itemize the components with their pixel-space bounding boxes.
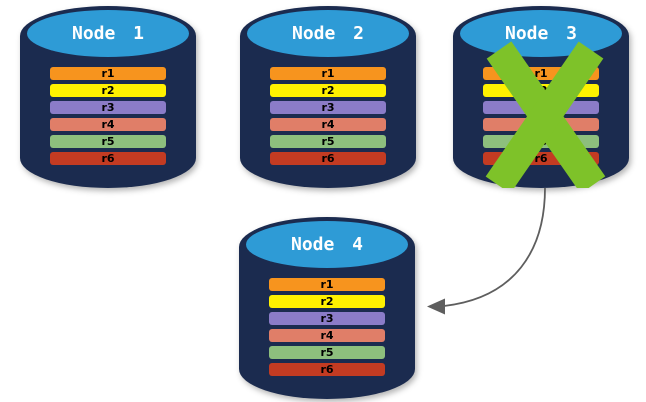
node-1: Node 1 r1 r2 r3 r4 r5 r6 xyxy=(20,6,196,188)
row-r2: r2 xyxy=(483,84,599,97)
row-r1: r1 xyxy=(269,278,385,291)
row-r1: r1 xyxy=(483,67,599,80)
node-1-title: Node 1 xyxy=(71,23,145,44)
row-r5: r5 xyxy=(483,135,599,148)
row-r2: r2 xyxy=(270,84,386,97)
row-r3: r3 xyxy=(50,101,166,114)
row-r5: r5 xyxy=(50,135,166,148)
row-r4: r4 xyxy=(269,329,385,342)
node-2-cylinder-top: Node 2 xyxy=(247,10,409,57)
node-4: Node 4 r1 r2 r3 r4 r5 r6 xyxy=(239,217,415,399)
row-r5: r5 xyxy=(269,346,385,359)
row-r4: r4 xyxy=(50,118,166,131)
row-r1: r1 xyxy=(50,67,166,80)
node-3-cylinder-top: Node 3 xyxy=(460,10,622,57)
node-4-rows: r1 r2 r3 r4 r5 r6 xyxy=(269,278,385,380)
row-r6: r6 xyxy=(483,152,599,165)
row-r2: r2 xyxy=(269,295,385,308)
node-3-rows: r1 r2 r3 r4 r5 r6 xyxy=(483,67,599,169)
node-4-title: Node 4 xyxy=(290,234,364,255)
row-r3: r3 xyxy=(270,101,386,114)
node-3: Node 3 r1 r2 r3 r4 r5 r6 xyxy=(453,6,629,188)
row-r6: r6 xyxy=(269,363,385,376)
row-r6: r6 xyxy=(50,152,166,165)
arrow-head-icon xyxy=(427,298,445,315)
row-r6: r6 xyxy=(270,152,386,165)
row-r2: r2 xyxy=(50,84,166,97)
row-r4: r4 xyxy=(483,118,599,131)
row-r1: r1 xyxy=(270,67,386,80)
row-r3: r3 xyxy=(483,101,599,114)
node-2: Node 2 r1 r2 r3 r4 r5 r6 xyxy=(240,6,416,188)
node-4-cylinder-top: Node 4 xyxy=(246,221,408,268)
node-2-rows: r1 r2 r3 r4 r5 r6 xyxy=(270,67,386,169)
node-1-cylinder-top: Node 1 xyxy=(27,10,189,57)
node-2-title: Node 2 xyxy=(291,23,365,44)
row-r4: r4 xyxy=(270,118,386,131)
row-r5: r5 xyxy=(270,135,386,148)
arrow-curve xyxy=(443,187,546,307)
node-3-title: Node 3 xyxy=(504,23,578,44)
node-1-rows: r1 r2 r3 r4 r5 r6 xyxy=(50,67,166,169)
row-r3: r3 xyxy=(269,312,385,325)
